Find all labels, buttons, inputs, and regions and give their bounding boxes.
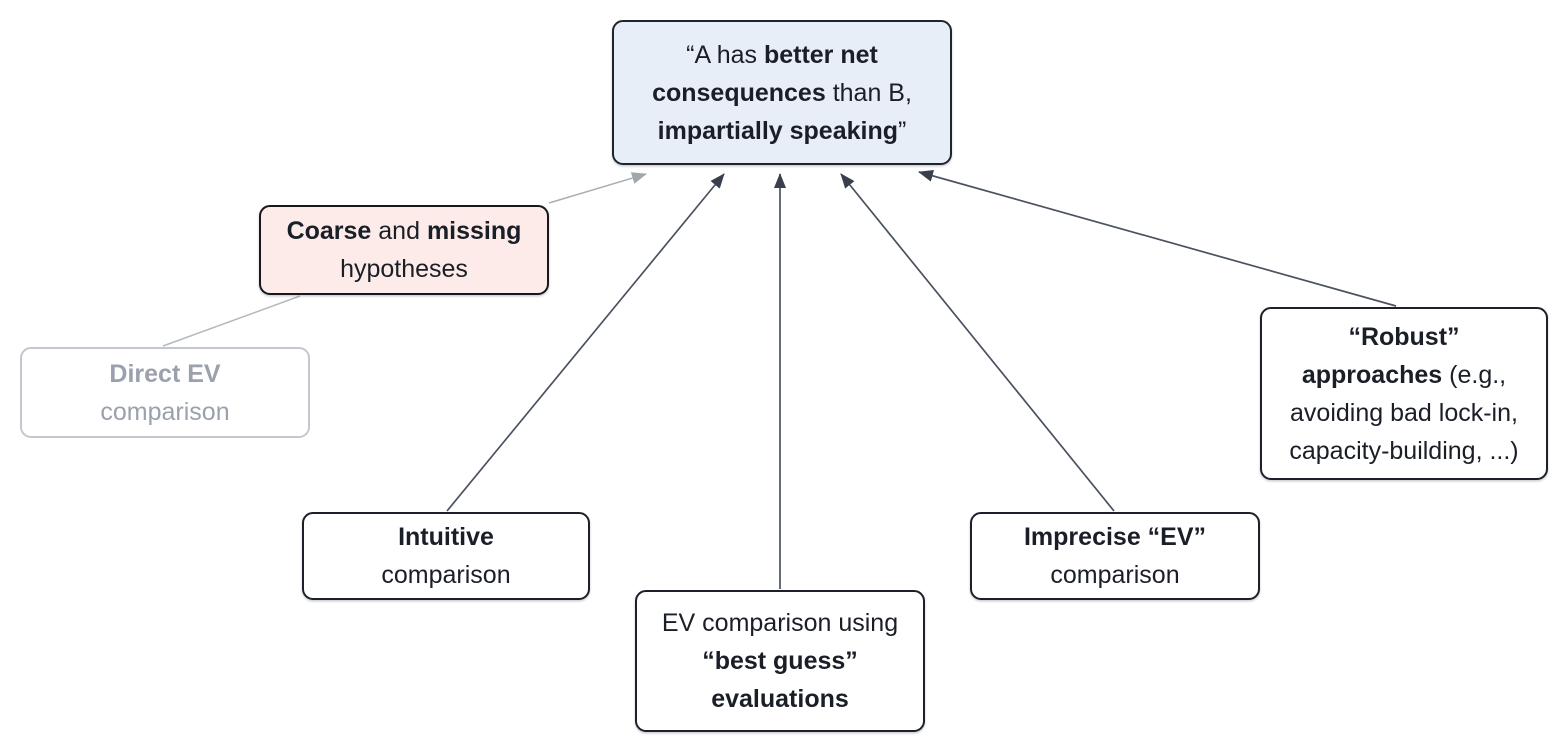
text-line: “Robust” <box>1348 318 1459 356</box>
text-line: Direct EV <box>109 355 220 393</box>
text-segment: approaches <box>1301 360 1443 389</box>
text-segment: comparison <box>1050 561 1180 589</box>
text-segment: Direct EV <box>109 359 221 388</box>
edge-imprecise-to-claim <box>840 173 1115 512</box>
text-segment: and <box>371 217 427 245</box>
text-line: consequences than B, <box>652 74 912 112</box>
text-segment: better net <box>763 40 878 69</box>
node-imprecise-ev-comparison: Imprecise “EV” comparison <box>970 512 1260 600</box>
text-segment: “A has <box>686 40 764 69</box>
text-line: avoiding bad lock-in, <box>1290 394 1518 432</box>
text-segment: missing <box>426 217 522 245</box>
text-segment: Coarse <box>286 217 372 245</box>
text-segment: Intuitive <box>398 523 494 551</box>
text-segment: “best guess” <box>702 647 858 675</box>
text-line: impartially speaking” <box>658 112 907 150</box>
text-line: Coarse and missing <box>287 212 522 250</box>
text-segment: avoiding bad lock-in, <box>1290 398 1518 427</box>
text-line: capacity-building, ...) <box>1289 432 1518 470</box>
text-segment: ” <box>898 116 907 145</box>
text-line: EV comparison using <box>662 604 898 642</box>
text-line: comparison <box>381 556 510 594</box>
text-segment: “Robust” <box>1348 322 1460 351</box>
text-segment: (e.g., <box>1442 360 1507 389</box>
text-line: evaluations <box>711 680 849 718</box>
text-line: approaches (e.g., <box>1302 356 1506 394</box>
text-segment: Imprecise “EV” <box>1023 523 1207 551</box>
text-segment: comparison <box>381 561 511 589</box>
text-segment: EV comparison using <box>661 609 899 637</box>
text-segment: hypotheses <box>340 255 468 283</box>
text-line: Intuitive <box>398 518 494 556</box>
text-segment: evaluations <box>711 685 849 713</box>
node-ev-comparison-best-guess: EV comparison using “best guess” evaluatio… <box>635 590 925 732</box>
edge-intuitive-to-claim <box>446 173 725 512</box>
edge-coarse-to-claim <box>548 172 647 204</box>
text-line: comparison <box>1050 556 1179 594</box>
node-robust-approaches: “Robust” approaches (e.g., avoiding bad lo… <box>1260 307 1548 480</box>
text-line: comparison <box>100 393 229 431</box>
text-line: Imprecise “EV” <box>1024 518 1206 556</box>
text-segment: consequences <box>652 78 826 107</box>
node-intuitive-comparison: Intuitive comparison <box>302 512 590 600</box>
text-segment: capacity-building, ...) <box>1289 436 1519 465</box>
text-line: “A has better net <box>686 36 878 74</box>
node-coarse-missing-hypotheses: Coarse and missing hypotheses <box>259 205 549 295</box>
edge-coarse-to-direct-ev <box>162 295 301 347</box>
text-segment: than B, <box>825 78 912 107</box>
edge-robust-to-claim <box>918 170 1397 307</box>
text-segment: comparison <box>100 397 230 426</box>
node-direct-ev-comparison: Direct EV comparison <box>20 347 310 438</box>
text-line: “best guess” <box>702 642 858 680</box>
text-line: hypotheses <box>340 250 468 288</box>
text-segment: impartially speaking <box>657 116 899 145</box>
